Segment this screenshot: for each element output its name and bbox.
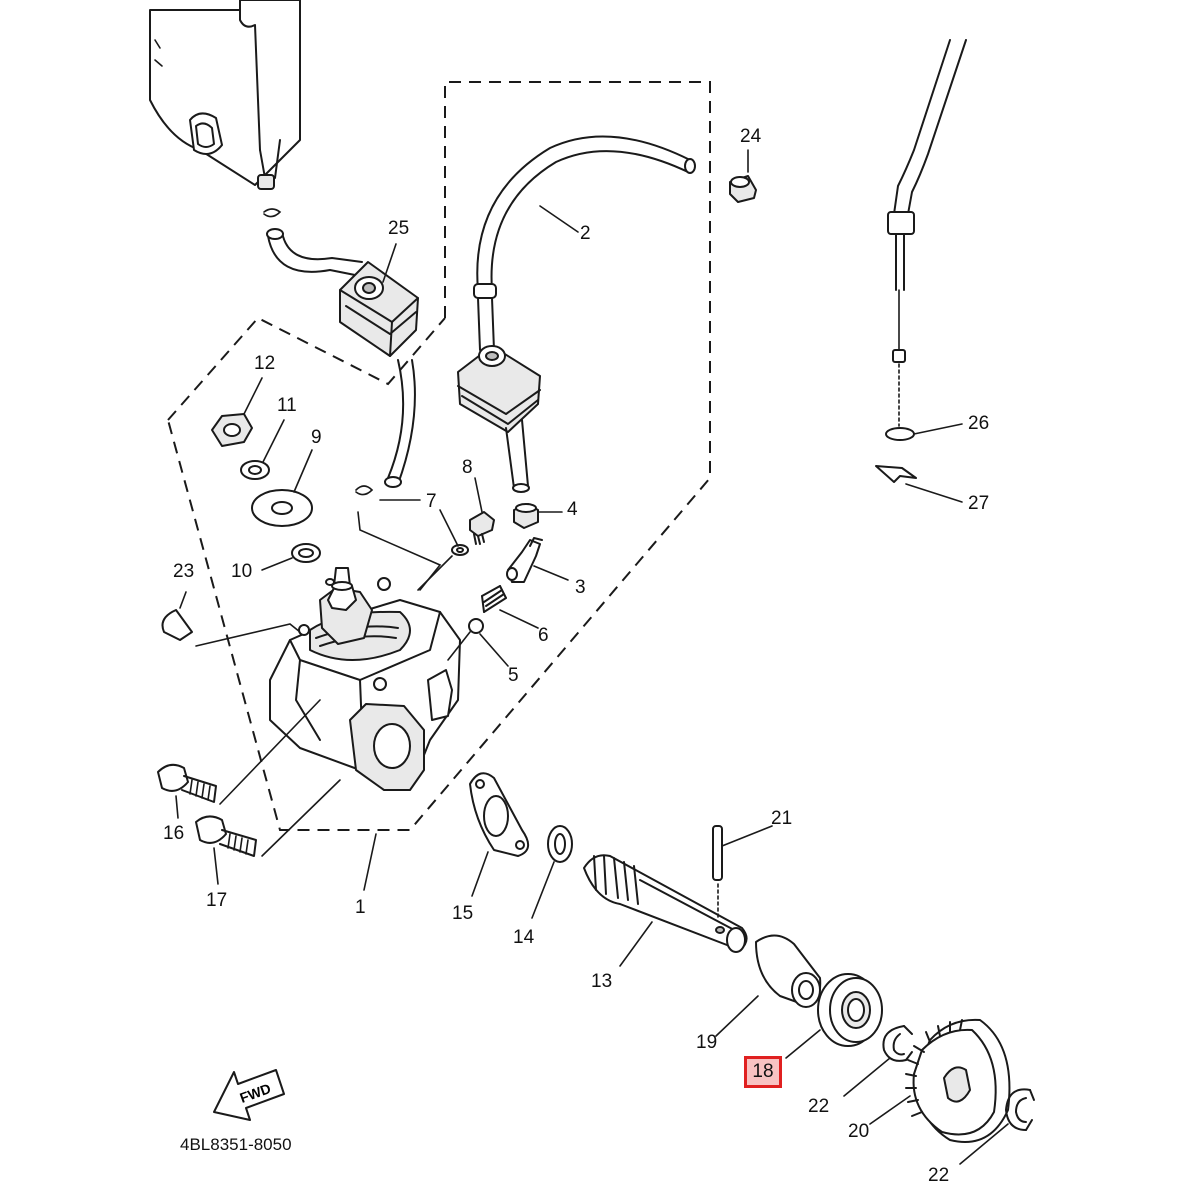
bolts-16-17 [157,699,341,885]
callout-20: 20 [848,1121,870,1142]
callout-23: 23 [173,561,195,582]
oil-pump-body [269,567,461,791]
pin-21 [712,825,773,921]
callout-5: 5 [508,665,519,686]
callout-22-b: 22 [928,1165,950,1186]
forward-arrow-icon: FWD [213,1069,285,1121]
bearing-18 [785,973,883,1059]
callout-17: 17 [206,890,228,911]
gear-20 [869,1018,1011,1143]
circlip-22a [843,1025,913,1097]
callout-16: 16 [163,823,185,844]
oil-hose-lower [355,359,442,591]
callout-10: 10 [231,561,253,582]
hose-joint-25 [339,243,419,357]
callout-7: 7 [426,491,437,512]
callout-9: 9 [311,427,322,448]
callout-4: 4 [567,499,578,520]
oil-hose-upper [263,208,363,277]
pump-cable [875,39,967,503]
callout-11: 11 [277,395,297,416]
callout-24: 24 [740,126,762,147]
leader-1 [363,833,377,891]
callout-26: 26 [968,413,990,434]
pump-small-parts [417,477,569,667]
callout-25: 25 [388,218,410,239]
callout-18-highlighted[interactable]: 18 [744,1056,782,1088]
pump-shaft-13 [583,854,748,967]
callout-6: 6 [538,625,549,646]
washer-14 [531,825,573,919]
pump-nuts-washers [211,377,321,571]
callout-1: 1 [355,897,366,918]
gasket-15 [469,772,529,897]
collar-19 [715,934,822,1037]
callout-2: 2 [580,223,591,244]
pipe-joint [457,345,541,493]
callout-15: 15 [452,903,474,924]
clip-23 [161,591,301,647]
callout-27: 27 [968,493,990,514]
cap-24 [729,149,757,203]
callout-21: 21 [771,808,793,829]
part-code: 4BL8351-8050 [180,1135,292,1154]
callout-13: 13 [591,971,613,992]
pump-group-outline [167,81,711,831]
callout-19: 19 [696,1032,718,1053]
callout-12: 12 [254,353,276,374]
callout-22-a: 22 [808,1096,830,1117]
oil-hose-2 [473,135,696,351]
callout-14: 14 [513,927,535,948]
circlip-22b [959,1088,1035,1165]
callout-3: 3 [575,577,586,598]
callout-8: 8 [462,457,473,478]
oil-tank [149,0,301,190]
